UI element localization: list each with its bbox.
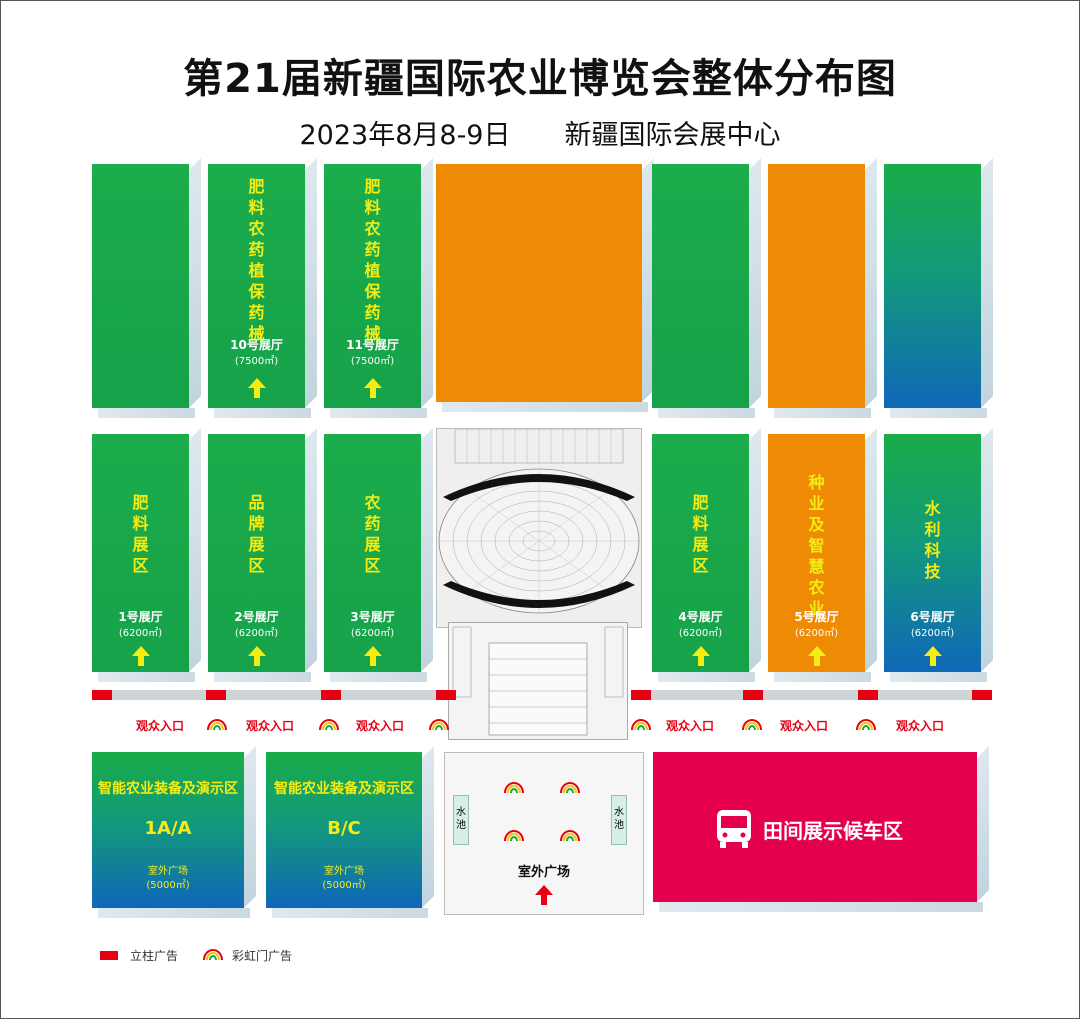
hall-11-area: (7500㎡) (350, 356, 395, 367)
hall-1-area: (6200㎡) (118, 628, 163, 639)
road-left (92, 690, 456, 700)
hall-3-area: (6200㎡) (350, 628, 395, 639)
zone-1a-a[interactable]: 智能农业装备及演示区 1A/A 室外广场 (5000㎡) (92, 752, 250, 918)
up-arrow-icon (247, 646, 266, 666)
up-arrow-icon (923, 646, 942, 666)
rainbow-arch-icon (856, 719, 876, 730)
up-arrow-icon (807, 646, 826, 666)
audience-entrance[interactable]: 观众入口 (666, 719, 715, 733)
hall-2-area: (6200㎡) (234, 628, 279, 639)
bus-icon (717, 810, 751, 848)
outdoor-plaza[interactable]: 水池 水池 室外广场 (444, 752, 644, 915)
hall-2-name: 2号展厅 (234, 610, 279, 624)
hall-11[interactable]: 肥料农药植保药械 11号展厅 (7500㎡) (324, 164, 427, 418)
hall-10-label: 肥料农药植保药械 (248, 177, 265, 343)
outdoor-plaza-label: 室外广场 (517, 865, 570, 880)
rainbow-arch-icon (560, 830, 580, 841)
road-right (632, 690, 992, 700)
legend-rainbow-label: 彩虹门广告 (232, 949, 293, 963)
rainbow-arch-icon (207, 719, 227, 730)
hall-4[interactable]: 肥料展区 4号展厅 (6200㎡) (652, 434, 755, 682)
zone-1a-a-code: 1A/A (144, 818, 192, 839)
zone-b-c-code: B/C (327, 818, 361, 839)
rainbow-arch-icon (319, 719, 339, 730)
waiting-area-label: 田间展示候车区 (763, 819, 903, 843)
hall-4-name: 4号展厅 (678, 610, 723, 624)
rainbow-arch-icon (429, 719, 449, 730)
rainbow-arch-icon (742, 719, 762, 730)
audience-entrance[interactable]: 观众入口 (136, 719, 185, 733)
legend-pillar-label: 立柱广告 (130, 949, 179, 963)
hall-4-label: 肥料展区 (692, 493, 709, 575)
up-arrow-icon (247, 378, 266, 398)
up-arrow-icon (535, 885, 553, 905)
rainbow-arch-icon (203, 949, 223, 960)
hall-10[interactable]: 肥料农药植保药械 10号展厅 (7500㎡) (208, 164, 311, 418)
page-title: 第21届新疆国际农业博览会整体分布图 (183, 56, 897, 102)
hall-2-label: 品牌展区 (248, 493, 265, 575)
zone-b-c-title: 智能农业装备及演示区 (274, 781, 414, 797)
zone-1a-a-sub: 室外广场 (148, 866, 188, 877)
pillar-ad-icon (321, 690, 341, 700)
stadium-roof-icon (438, 428, 640, 614)
hall-6[interactable]: 水利科技 6号展厅 (6200㎡) (884, 434, 987, 682)
hall-center[interactable] (436, 164, 648, 412)
pool-left: 水池 (453, 795, 469, 845)
waiting-area[interactable]: 田间展示候车区 (653, 752, 983, 912)
page-subtitle: 2023年8月8-9日 新疆国际会展中心 (299, 120, 781, 151)
rainbow-arch-icon (504, 782, 524, 793)
up-arrow-icon (363, 378, 382, 398)
audience-entrance[interactable]: 观众入口 (896, 719, 945, 733)
pillar-ad-icon (858, 690, 878, 700)
hall-1-name: 1号展厅 (118, 610, 163, 624)
zone-b-c-sub: 室外广场 (324, 866, 364, 877)
hall-11-label: 肥料农药植保药械 (364, 177, 381, 343)
pillar-ad-icon (436, 690, 456, 700)
hall-11-name: 11号展厅 (346, 338, 399, 352)
hall-5-area: (6200㎡) (794, 628, 839, 639)
zone-1a-a-title: 智能农业装备及演示区 (98, 781, 238, 797)
hall-1[interactable]: 肥料展区 1号展厅 (6200㎡) (92, 434, 195, 682)
pool-right: 水池 (611, 795, 627, 845)
main-gate (448, 622, 628, 740)
pillar-ad-icon (92, 690, 112, 700)
stairs-icon (452, 626, 624, 736)
rainbow-arch-icon (504, 830, 524, 841)
hall-5-name: 5号展厅 (794, 610, 839, 624)
hall-blank-3[interactable] (768, 164, 871, 418)
pillar-ad-icon (206, 690, 226, 700)
hall-10-name: 10号展厅 (230, 338, 283, 352)
hall-6-area: (6200㎡) (910, 628, 955, 639)
pillar-ad-icon (631, 690, 651, 700)
hall-5-label: 种业及智慧农业 (808, 473, 825, 618)
up-arrow-icon (363, 646, 382, 666)
hall-2[interactable]: 品牌展区 2号展厅 (6200㎡) (208, 434, 311, 682)
central-stadium (436, 428, 642, 628)
pillar-ad-icon (743, 690, 763, 700)
rainbow-arch-icon (560, 782, 580, 793)
up-arrow-icon (131, 646, 150, 666)
hall-3-label: 农药展区 (364, 493, 381, 575)
hall-blank-4[interactable] (884, 164, 987, 418)
hall-6-name: 6号展厅 (910, 610, 955, 624)
hall-1-label: 肥料展区 (132, 493, 149, 575)
rainbow-arch-icon (631, 719, 651, 730)
audience-entrance[interactable]: 观众入口 (780, 719, 829, 733)
hall-10-area: (7500㎡) (234, 356, 279, 367)
hall-blank-2[interactable] (652, 164, 755, 418)
hall-5[interactable]: 种业及智慧农业 5号展厅 (6200㎡) (768, 434, 871, 682)
legend-pillar-swatch (100, 951, 118, 960)
zone-b-c[interactable]: 智能农业装备及演示区 B/C 室外广场 (5000㎡) (266, 752, 428, 918)
hall-4-area: (6200㎡) (678, 628, 723, 639)
hall-6-label: 水利科技 (924, 499, 941, 581)
hall-blank-1[interactable] (92, 164, 195, 418)
audience-entrance[interactable]: 观众入口 (246, 719, 295, 733)
hall-3-name: 3号展厅 (350, 610, 395, 624)
zone-1a-a-area: (5000㎡) (146, 880, 190, 891)
up-arrow-icon (691, 646, 710, 666)
zone-b-c-area: (5000㎡) (322, 880, 366, 891)
audience-entrance[interactable]: 观众入口 (356, 719, 405, 733)
pillar-ad-icon (972, 690, 992, 700)
hall-3[interactable]: 农药展区 3号展厅 (6200㎡) (324, 434, 427, 682)
